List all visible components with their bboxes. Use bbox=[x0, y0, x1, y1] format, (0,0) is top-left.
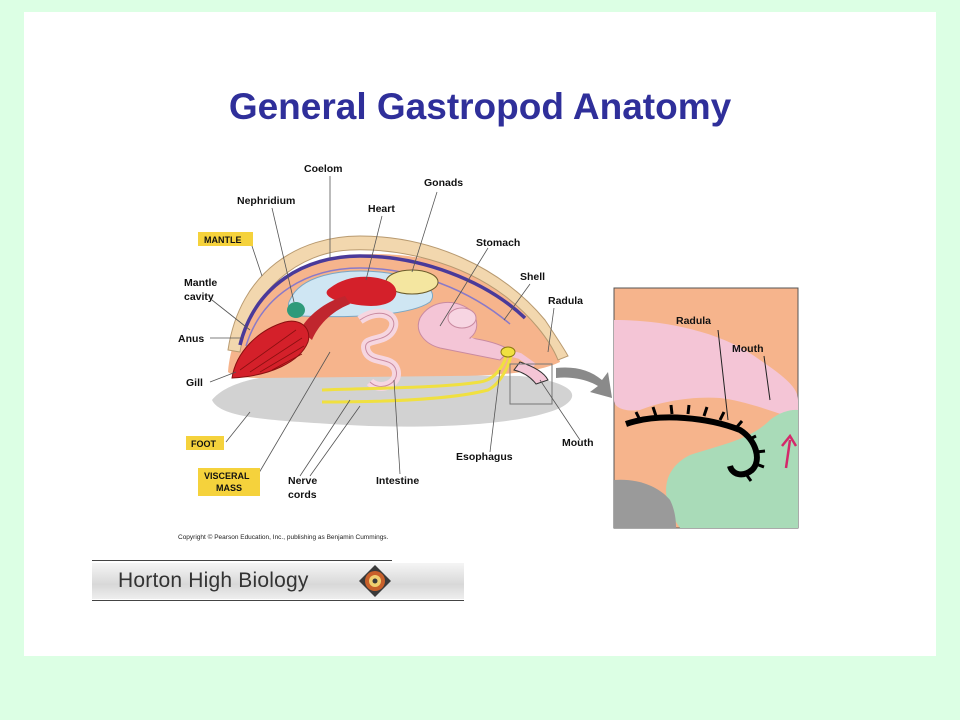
gill-shape bbox=[231, 320, 310, 379]
label-mouth: Mouth bbox=[562, 437, 594, 449]
copyright-notice: Copyright © Pearson Education, Inc., pub… bbox=[178, 534, 389, 541]
label-nephridium: Nephridium bbox=[237, 195, 295, 207]
label-foot: Foot bbox=[191, 439, 216, 449]
zoom-arrow bbox=[556, 367, 612, 398]
label-stomach: Stomach bbox=[476, 237, 520, 249]
label-radula: Radula bbox=[548, 295, 583, 307]
label-nerve-2: cords bbox=[288, 489, 317, 501]
footer-rule-bottom bbox=[92, 600, 464, 601]
label-mantle-cavity-1: Mantle bbox=[184, 277, 217, 289]
label-mantle-cavity-2: cavity bbox=[184, 291, 214, 303]
footer-band bbox=[92, 563, 464, 599]
label-nerve-1: Nerve bbox=[288, 475, 317, 487]
label-esophagus: Esophagus bbox=[456, 451, 513, 463]
mantle-inner bbox=[245, 267, 511, 347]
nephridium-shape bbox=[287, 302, 305, 318]
footer-school-name: Horton High Biology bbox=[118, 569, 309, 592]
label-gill: Gill bbox=[186, 377, 203, 389]
zoom-box bbox=[509, 363, 553, 405]
radula-inset bbox=[613, 287, 799, 529]
mantle-outline bbox=[238, 254, 527, 346]
shell-shape bbox=[227, 235, 569, 361]
label-coelom: Coelom bbox=[304, 163, 343, 175]
vessel-shape bbox=[300, 296, 350, 340]
footer-banner: Horton High Biology bbox=[92, 560, 464, 602]
label-gonads: Gonads bbox=[424, 177, 463, 189]
radula-small bbox=[500, 346, 516, 358]
label-visceral-2: mass bbox=[216, 483, 242, 493]
school-crest-icon bbox=[359, 565, 391, 597]
label-heart: Heart bbox=[368, 203, 395, 215]
nerve-cords-shape bbox=[321, 349, 514, 404]
visceral-highlight bbox=[198, 468, 260, 496]
page-title: General Gastropod Anatomy bbox=[228, 86, 732, 127]
label-visceral-1: Visceral bbox=[204, 471, 250, 481]
esophagus-shape bbox=[468, 337, 536, 369]
mantle-highlight bbox=[198, 232, 253, 246]
foot-highlight bbox=[186, 436, 224, 450]
label-inset-mouth: Mouth bbox=[732, 343, 764, 355]
digestive-gland bbox=[447, 307, 477, 329]
mouth-region bbox=[513, 361, 549, 385]
label-mantle: Mantle bbox=[204, 235, 242, 245]
footer-rule-top bbox=[92, 560, 392, 561]
label-anus: Anus bbox=[178, 333, 204, 345]
label-intestine: Intestine bbox=[376, 475, 419, 487]
gill-lines bbox=[239, 329, 305, 373]
label-shell: Shell bbox=[520, 271, 545, 283]
label-inset-radula: Radula bbox=[676, 315, 711, 327]
